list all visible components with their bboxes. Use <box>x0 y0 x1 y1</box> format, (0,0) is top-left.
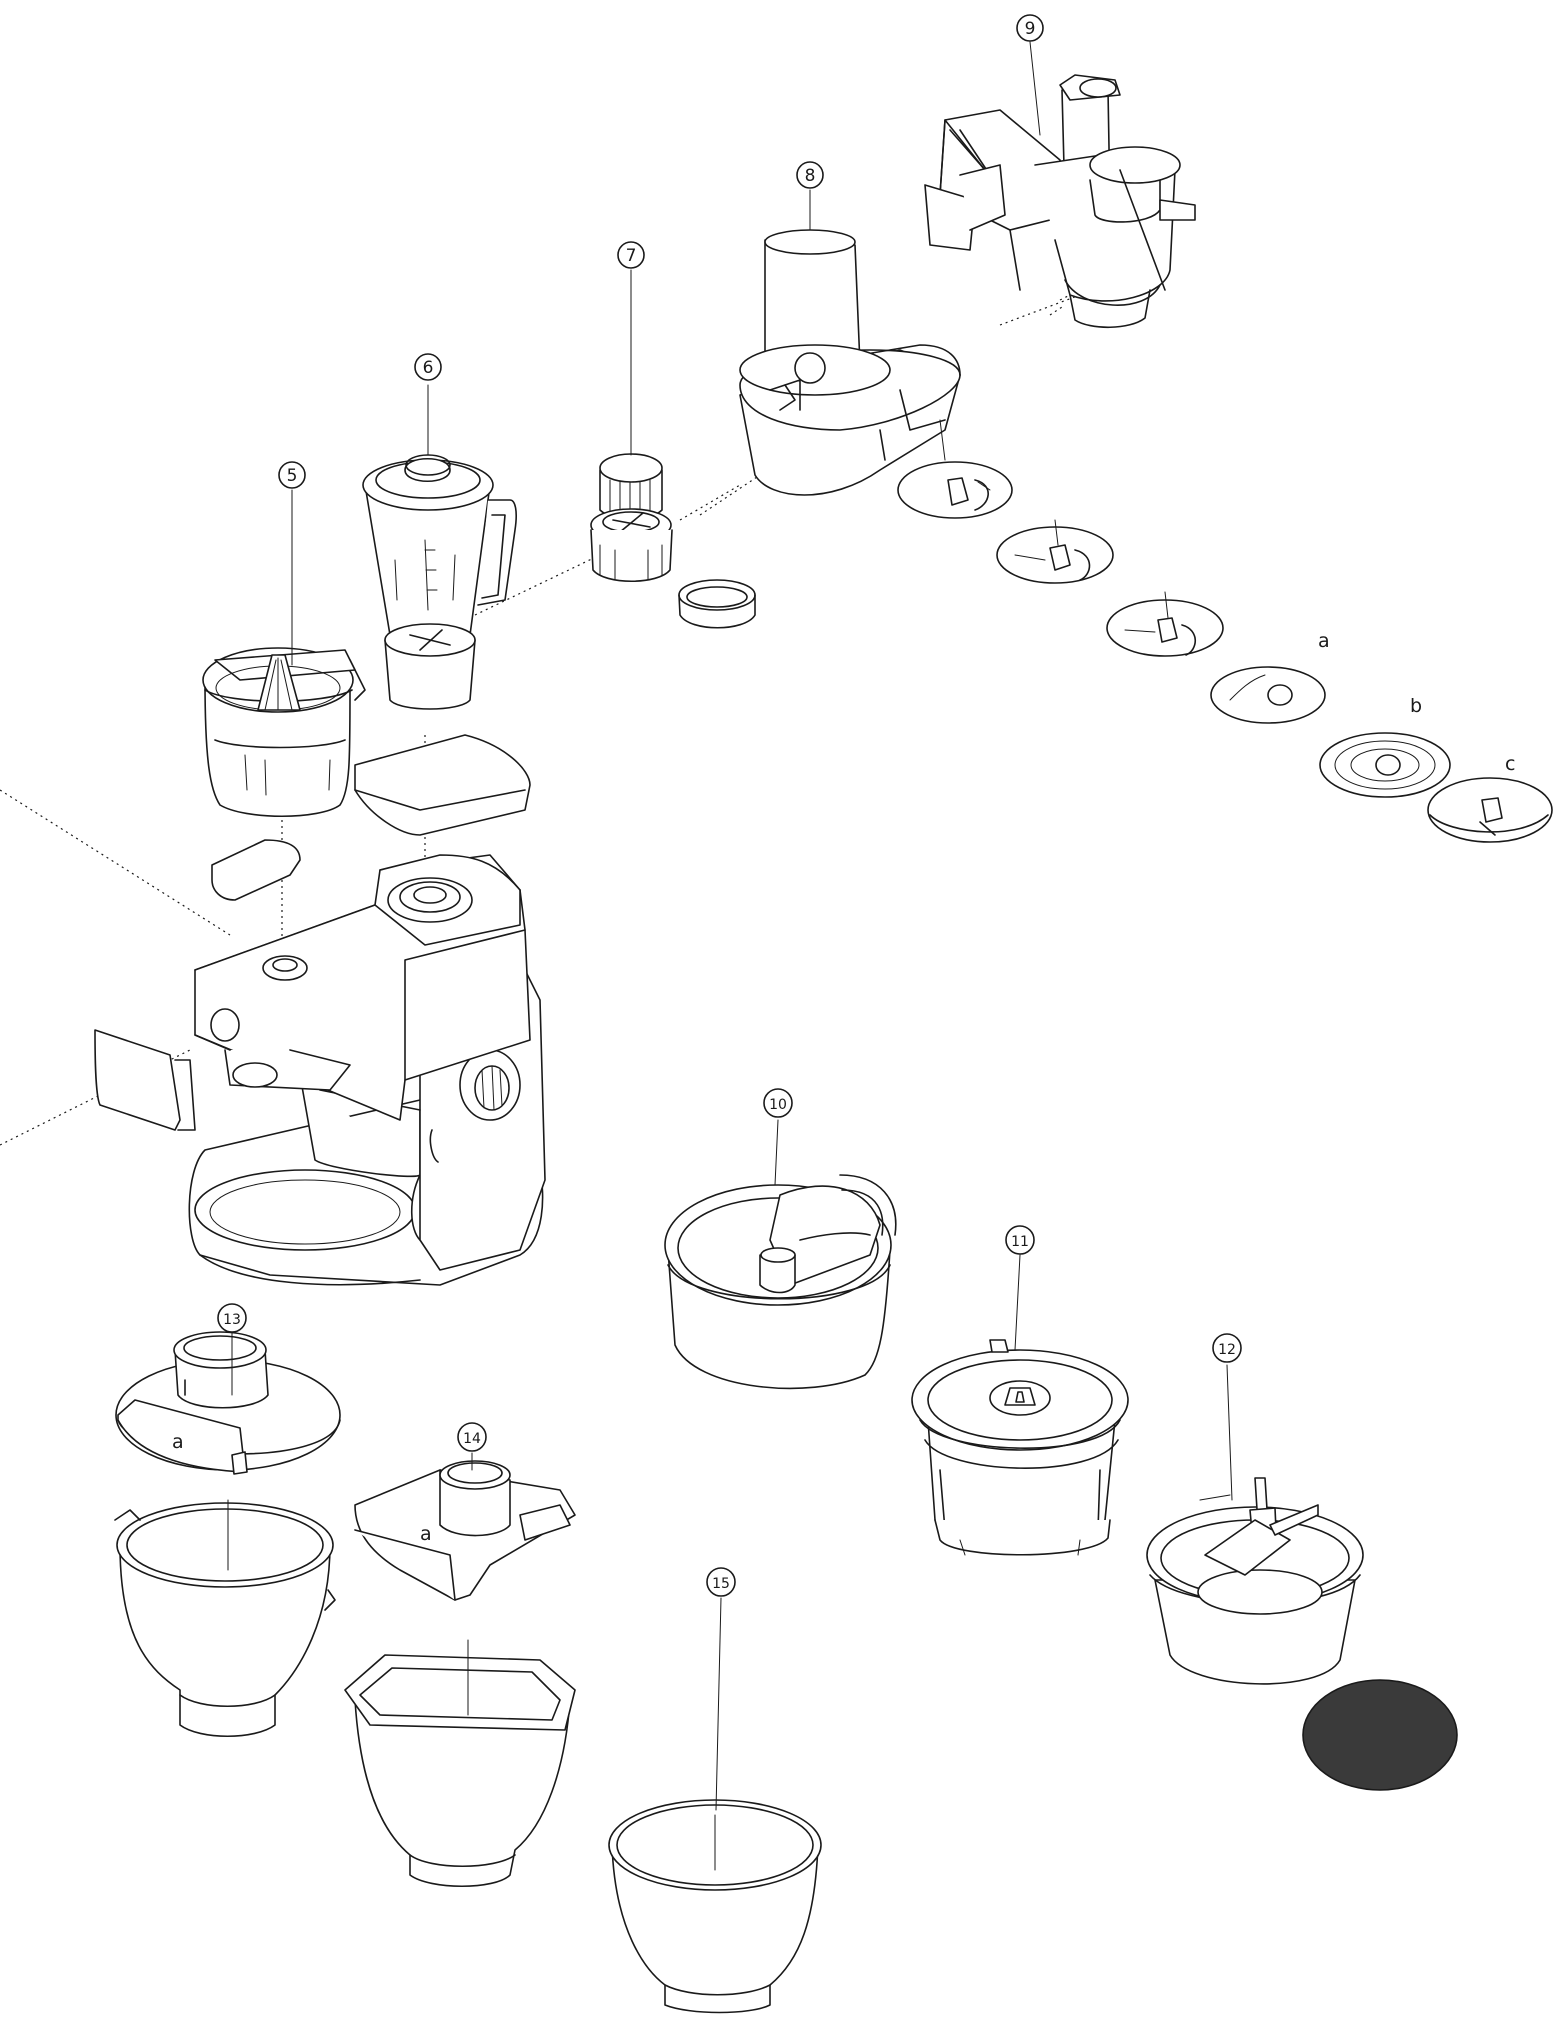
stand-mixer-body <box>188 854 546 1286</box>
callout-7: 7 <box>617 241 645 269</box>
leader-lines <box>231 41 1233 1811</box>
citrus-juicer <box>202 647 366 818</box>
callout-6-label: 6 <box>423 358 434 378</box>
steamer-attachment <box>911 1339 1129 1556</box>
callout-12-label: 12 <box>1218 1342 1236 1358</box>
callout-15-label: 15 <box>712 1576 730 1592</box>
callout-9: 9 <box>1016 14 1044 42</box>
callout-8-label: 8 <box>805 166 816 186</box>
callout-13-label: 13 <box>223 1312 241 1328</box>
callout-14-label: 14 <box>463 1431 481 1447</box>
callout-numbers: 5 6 7 8 9 10 11 12 <box>217 14 1242 1597</box>
mincer-attachment <box>924 74 1196 329</box>
fine-mesh-disc <box>1302 1679 1458 1791</box>
callout-14: 14 <box>457 1422 487 1452</box>
multi-mill <box>590 453 756 629</box>
bowl-13 <box>114 1331 341 1737</box>
callout-13: 13 <box>217 1303 247 1333</box>
disc-b-label: b <box>1410 695 1422 717</box>
callout-10-label: 10 <box>769 1097 787 1113</box>
lid-14-label: a <box>420 1523 432 1545</box>
callout-11-label: 11 <box>1011 1234 1029 1250</box>
disc-a-label: a <box>1318 630 1330 652</box>
bowl-15 <box>608 1799 822 2014</box>
callout-7-label: 7 <box>626 246 637 266</box>
callout-9-label: 9 <box>1025 19 1036 39</box>
sub-labels: a b c a a <box>172 630 1515 1545</box>
callout-11: 11 <box>1005 1225 1035 1255</box>
callout-8: 8 <box>796 161 824 189</box>
callout-5-label: 5 <box>287 466 298 486</box>
slicing-discs <box>897 461 1553 843</box>
disc-c-label: c <box>1505 753 1515 775</box>
blender <box>362 454 517 710</box>
callout-15: 15 <box>706 1567 736 1597</box>
ice-cream-maker <box>664 1174 897 1390</box>
sieve-attachment <box>1146 1477 1364 1685</box>
callout-6: 6 <box>414 353 442 381</box>
callout-10: 10 <box>763 1088 793 1118</box>
bowl-14 <box>344 1460 576 1887</box>
lid-13-label: a <box>172 1431 184 1453</box>
callout-12: 12 <box>1212 1333 1242 1363</box>
callout-5: 5 <box>278 461 306 489</box>
food-processor <box>739 229 961 496</box>
outlet-covers <box>94 734 531 1131</box>
